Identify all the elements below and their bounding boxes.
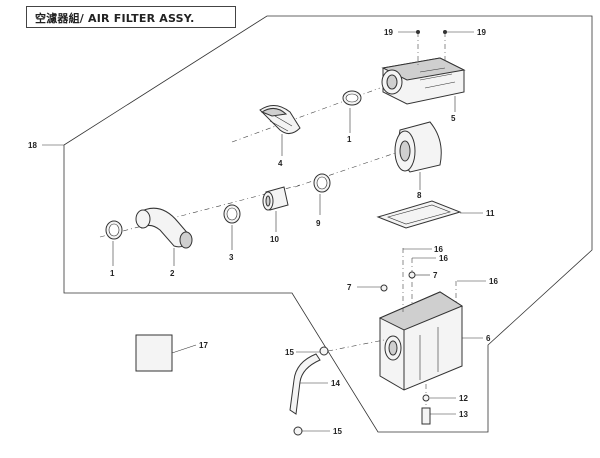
clip-7b xyxy=(408,271,416,279)
callout-2: 2 xyxy=(170,269,175,278)
title-box: 空濾器組/ AIR FILTER ASSY. xyxy=(26,6,236,28)
callout-16a: 16 xyxy=(434,245,443,254)
callout-15a: 15 xyxy=(285,348,294,357)
callout-11: 11 xyxy=(486,209,495,218)
clip-7a xyxy=(380,284,388,292)
callout-13: 13 xyxy=(459,410,468,419)
callout-16c: 16 xyxy=(489,277,498,286)
assembly-frame xyxy=(63,15,593,433)
axis-line-upper xyxy=(231,87,381,143)
callout-15b: 15 xyxy=(333,427,342,436)
clamp-15b xyxy=(293,426,303,436)
callout-16b: 16 xyxy=(439,254,448,263)
callout-7a: 7 xyxy=(347,283,352,292)
callout-17: 17 xyxy=(199,341,208,350)
callout-7b: 7 xyxy=(433,271,438,280)
diagram-title: 空濾器組/ AIR FILTER ASSY. xyxy=(35,12,195,25)
air-box-cover xyxy=(381,57,466,105)
callout-6: 6 xyxy=(486,334,491,343)
rubber-connector xyxy=(262,186,289,211)
callout-4: 4 xyxy=(278,159,283,168)
intake-hose xyxy=(135,207,193,249)
drain-hose xyxy=(289,353,321,415)
callout-14: 14 xyxy=(331,379,340,388)
air-box-case xyxy=(378,291,464,391)
clamp-15a xyxy=(319,346,329,356)
callout-10: 10 xyxy=(270,235,279,244)
callout-18: 18 xyxy=(28,141,37,150)
axis-line-filter xyxy=(294,147,411,188)
callout-1b: 1 xyxy=(347,135,352,144)
ring-12 xyxy=(422,394,430,402)
callout-8: 8 xyxy=(417,191,422,200)
callout-9: 9 xyxy=(316,219,321,228)
screw-19b xyxy=(443,30,447,34)
leader-line-17 xyxy=(171,344,197,354)
callout-12: 12 xyxy=(459,394,468,403)
filter-element xyxy=(394,121,442,173)
callout-19b: 19 xyxy=(477,28,486,37)
gasket xyxy=(376,200,462,229)
intake-duct xyxy=(259,105,301,134)
callout-19a: 19 xyxy=(384,28,393,37)
screw-19a xyxy=(416,30,420,34)
callout-3: 3 xyxy=(229,253,234,262)
label-sticker-17 xyxy=(135,334,173,372)
axis-line-drain xyxy=(327,339,385,352)
drain-plug-13 xyxy=(421,407,431,425)
callout-1a: 1 xyxy=(110,269,115,278)
callout-5: 5 xyxy=(451,114,456,123)
